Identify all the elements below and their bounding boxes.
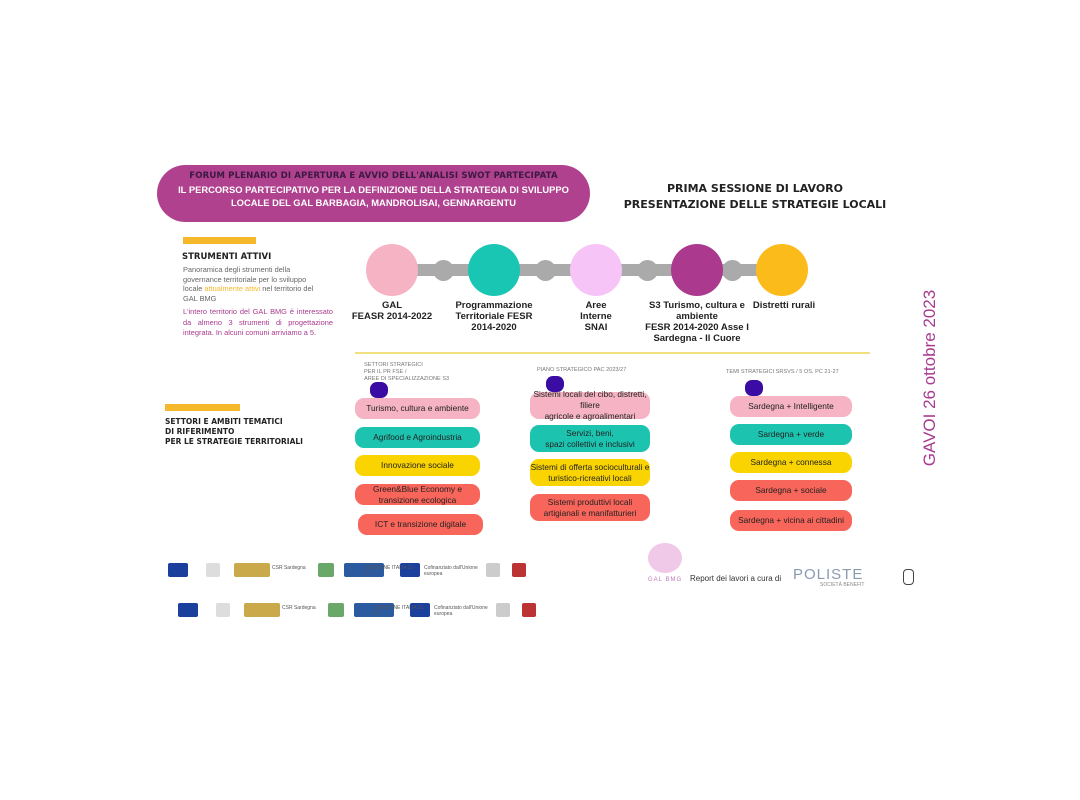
theme-pill: Sardegna + sociale bbox=[730, 480, 852, 501]
coesione-logo bbox=[344, 563, 384, 577]
theme-pill: Sardegna + connessa bbox=[730, 452, 852, 473]
timeline-connector-dot bbox=[637, 260, 658, 281]
theme-pill: ICT e transizione digitale bbox=[358, 514, 483, 535]
session-line-2: PRESENTAZIONE DELLE STRATEGIE LOCALI bbox=[623, 198, 887, 211]
theme-pill: Sardegna + verde bbox=[730, 424, 852, 445]
strumenti-desc: Panoramica degli strumenti della governa… bbox=[183, 265, 318, 303]
marker-blob bbox=[370, 382, 388, 398]
desc-a: Panoramica degli strumenti della governa… bbox=[183, 265, 307, 293]
theme-pill: Turismo, cultura e ambiente bbox=[355, 398, 480, 419]
republic-emblem-logo bbox=[496, 603, 510, 617]
desc-b: nel territorio del GAL BMG bbox=[183, 284, 314, 303]
subtitle-1: IL PERCORSO PARTECIPATIVO PER LA DEFINIZ… bbox=[178, 184, 569, 195]
strumenti-note: L'intero territorio del GAL BMG è intere… bbox=[183, 307, 333, 337]
coesione-logo bbox=[354, 603, 394, 617]
timeline-connector-dot bbox=[535, 260, 556, 281]
logo-text: COESIONE ITALIA 21-27 bbox=[374, 605, 426, 617]
logo-text: Cofinanziato dall'Unione europea bbox=[424, 565, 478, 577]
session-line-1: PRIMA SESSIONE DI LAVORO bbox=[666, 182, 844, 195]
eu-flag-logo bbox=[178, 603, 198, 617]
settori-title: SETTORI E AMBITI TEMATICI DI RIFERIMENTO… bbox=[165, 417, 303, 446]
logo-text: CSR Sardegna bbox=[282, 605, 316, 611]
b-corp-icon bbox=[903, 569, 914, 585]
theme-pill: Sistemi produttivi locali artigianali e … bbox=[530, 494, 650, 521]
timeline-label: GAL FEASR 2014-2022 bbox=[351, 300, 433, 322]
timeline-connector-dot bbox=[722, 260, 743, 281]
theme-pill: Servizi, beni, spazi collettivi e inclus… bbox=[530, 425, 650, 452]
timeline-label: Aree Interne SNAI bbox=[580, 300, 612, 333]
divider bbox=[355, 352, 870, 354]
strumenti-title: STRUMENTI ATTIVI bbox=[182, 252, 272, 262]
theme-pill: Sistemi di offerta socioculturali e turi… bbox=[530, 459, 650, 486]
italy-emblem-logo bbox=[216, 603, 230, 617]
theme-pill: Sardegna + Intelligente bbox=[730, 396, 852, 417]
column-caption: TEMI STRATEGICI SRSVS / 5 OS, PC 21-27 bbox=[726, 369, 839, 375]
logo-text: Cofinanziato dall'Unione europea bbox=[434, 605, 488, 617]
sardegna-region-logo bbox=[512, 563, 526, 577]
session-title: PRIMA SESSIONE DI LAVORO PRESENTAZIONE D… bbox=[600, 181, 910, 213]
gal-bmg-logo bbox=[648, 543, 682, 573]
marker-blob bbox=[546, 376, 564, 392]
poliste-logo: POLISTE bbox=[793, 566, 864, 583]
theme-pill: Agrifood e Agroindustria bbox=[355, 427, 480, 448]
csr-sardegna-logo bbox=[244, 603, 280, 617]
column-caption: PIANO STRATEGICO PAC 2023/27 bbox=[537, 367, 627, 373]
accent-bar bbox=[183, 237, 256, 244]
eu-flag-logo bbox=[168, 563, 188, 577]
theme-pill: Green&Blue Economy e transizione ecologi… bbox=[355, 484, 480, 505]
italy-emblem-logo bbox=[206, 563, 220, 577]
logo-text: COESIONE ITALIA 21-27 bbox=[364, 565, 416, 577]
timeline-node bbox=[366, 244, 418, 296]
timeline-connector-dot bbox=[433, 260, 454, 281]
forum-title: FORUM PLENARIO DI APERTURA E AVVIO DELL'… bbox=[189, 171, 558, 181]
title-banner: FORUM PLENARIO DI APERTURA E AVVIO DELL'… bbox=[157, 165, 590, 222]
timeline-node bbox=[756, 244, 808, 296]
leader-logo bbox=[318, 563, 334, 577]
leader-logo bbox=[328, 603, 344, 617]
sardegna-region-logo bbox=[522, 603, 536, 617]
theme-pill: Sistemi locali del cibo, distretti, fili… bbox=[530, 389, 650, 421]
column-caption: SETTORI STRATEGICI PER IL PR FSE / AREE … bbox=[364, 362, 450, 382]
timeline-label: Programmazione Territoriale FESR 2014-20… bbox=[455, 300, 533, 333]
subtitle-2: LOCALE DEL GAL BARBAGIA, MANDROLISAI, GE… bbox=[230, 197, 517, 208]
poliste-sub: SOCIETÀ BENEFIT bbox=[820, 582, 865, 588]
logo-text: CSR Sardegna bbox=[272, 565, 306, 571]
csr-sardegna-logo bbox=[234, 563, 270, 577]
timeline-node bbox=[468, 244, 520, 296]
timeline-node bbox=[570, 244, 622, 296]
marker-blob bbox=[745, 380, 763, 396]
theme-pill: Innovazione sociale bbox=[355, 455, 480, 476]
timeline-label: Distretti rurali bbox=[752, 300, 816, 311]
accent-bar-2 bbox=[165, 404, 240, 411]
theme-pill: Sardegna + vicina ai cittadini bbox=[730, 510, 852, 531]
eu-cofinanced-logo bbox=[400, 563, 420, 577]
timeline-node bbox=[671, 244, 723, 296]
timeline-label: S3 Turismo, cultura e ambiente FESR 2014… bbox=[645, 300, 749, 344]
republic-emblem-logo bbox=[486, 563, 500, 577]
report-text: Report dei lavori a cura di bbox=[690, 574, 782, 583]
desc-highlight: attualmente attivi bbox=[204, 284, 261, 293]
gal-bmg-label: GAL BMG bbox=[648, 577, 683, 583]
eu-cofinanced-logo bbox=[410, 603, 430, 617]
event-date: GAVOI 26 ottobre 2023 bbox=[920, 289, 939, 467]
